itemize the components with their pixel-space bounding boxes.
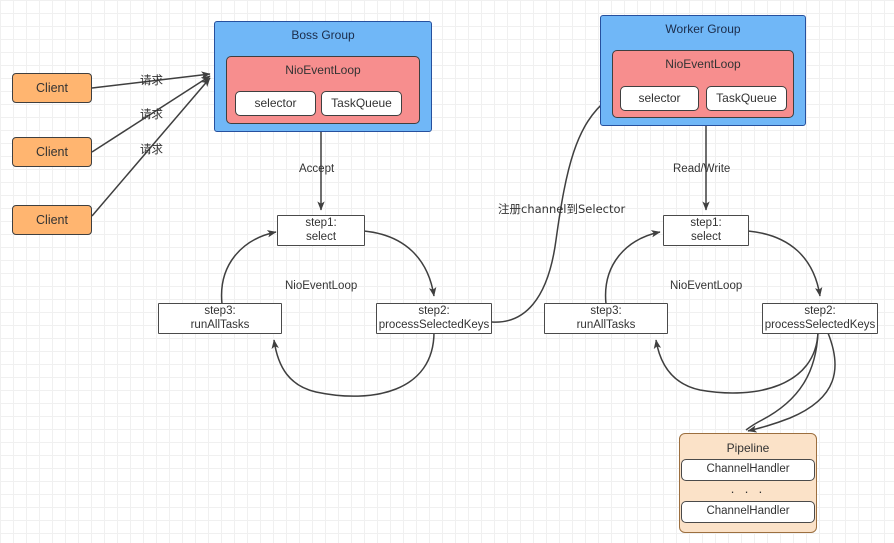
boss-nioeventloop-title: NioEventLoop [285, 63, 361, 77]
worker-loop-center-label: NioEventLoop [670, 280, 743, 292]
edge-boss-step2-step3 [271, 331, 435, 397]
pipeline-box[interactable]: Pipeline ChannelHandler · · · ChannelHan… [679, 433, 817, 533]
channel-handler-bottom-label: ChannelHandler [706, 505, 790, 518]
worker-step2-label: step2: processSelectedKeys [764, 304, 876, 331]
boss-step1-label: step1: select [305, 216, 337, 243]
edge-label-read-write: Read/Write [673, 163, 731, 175]
client-box-1[interactable]: Client [12, 73, 92, 103]
edge-worker-step2-pipeline-a [747, 332, 836, 433]
pipeline-ellipsis: · · · [730, 484, 766, 500]
edge-label-accept: Accept [299, 163, 335, 175]
boss-loop-center-label: NioEventLoop [285, 280, 358, 292]
worker-step2-box[interactable]: step2: processSelectedKeys [762, 303, 878, 334]
boss-taskqueue-label: TaskQueue [331, 96, 392, 111]
client-label: Client [36, 144, 68, 159]
channel-handler-top[interactable]: ChannelHandler [681, 459, 815, 482]
edge-boss-step3-step1 [220, 230, 277, 305]
worker-selector-label: selector [638, 91, 681, 106]
edge-worker-step2-step3 [653, 331, 819, 394]
worker-step1-box[interactable]: step1: select [663, 215, 749, 246]
boss-selector-label: selector [254, 96, 297, 111]
worker-group-title: Worker Group [665, 22, 741, 36]
client-label: Client [36, 80, 68, 95]
boss-step2-label: step2: processSelectedKeys [378, 304, 490, 331]
worker-selector-box[interactable]: selector [620, 86, 699, 111]
edge-label-request-3: 请求 [140, 142, 163, 156]
channel-handler-bottom[interactable]: ChannelHandler [681, 501, 815, 524]
worker-step3-label: step3: runAllTasks [576, 304, 636, 331]
edge-worker-step1-step2 [747, 230, 823, 297]
boss-selector-box[interactable]: selector [235, 91, 316, 116]
boss-taskqueue-box[interactable]: TaskQueue [321, 91, 402, 116]
edge-label-request-1: 请求 [140, 73, 163, 87]
boss-step3-box[interactable]: step3: runAllTasks [158, 303, 282, 334]
edge-label-register-channel: 注册channel到Selector [498, 202, 626, 216]
edge-worker-step3-step1 [604, 230, 661, 305]
client-box-2[interactable]: Client [12, 137, 92, 167]
edge-label-request-2: 请求 [140, 107, 163, 121]
pipeline-title: Pipeline [726, 441, 770, 455]
client-label: Client [36, 212, 68, 227]
boss-group-title: Boss Group [291, 28, 355, 42]
worker-step3-box[interactable]: step3: runAllTasks [544, 303, 668, 334]
channel-handler-top-label: ChannelHandler [706, 463, 790, 476]
worker-step1-label: step1: select [690, 216, 722, 243]
worker-taskqueue-box[interactable]: TaskQueue [706, 86, 787, 111]
boss-step3-label: step3: runAllTasks [190, 304, 250, 331]
worker-nioeventloop-title: NioEventLoop [665, 57, 741, 71]
edge-boss-step1-step2 [363, 230, 437, 297]
boss-step2-box[interactable]: step2: processSelectedKeys [376, 303, 492, 334]
edge-worker-step2-pipeline-b [745, 332, 819, 431]
boss-step1-box[interactable]: step1: select [277, 215, 365, 246]
client-box-3[interactable]: Client [12, 205, 92, 235]
worker-taskqueue-label: TaskQueue [716, 91, 777, 106]
